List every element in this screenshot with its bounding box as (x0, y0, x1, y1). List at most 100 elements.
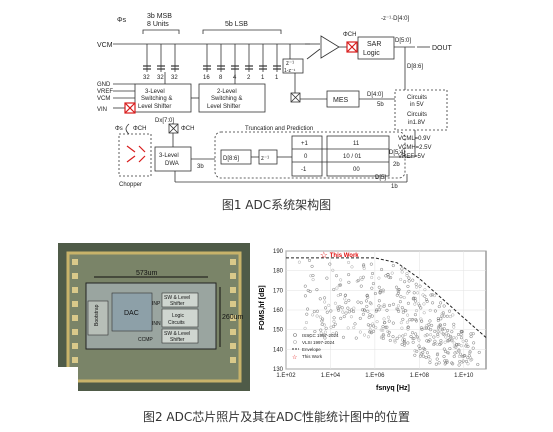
scatter-point (430, 323, 434, 327)
scatter-point (452, 345, 456, 349)
scatter-point (440, 314, 444, 318)
d86-label: D[8:6] (407, 64, 423, 70)
scatter-point (400, 270, 404, 274)
scatter-point (361, 275, 365, 279)
scatter-point (469, 334, 473, 339)
scatter-point (373, 291, 377, 296)
scatter-point (448, 315, 452, 319)
scatter-point (413, 313, 417, 317)
scatter-point (442, 314, 446, 318)
scatter-point (452, 322, 456, 326)
scatter-point (329, 325, 333, 329)
scatter-point (368, 301, 372, 305)
scatter-point (403, 332, 408, 336)
scatter-point (413, 296, 417, 300)
scatter-point (423, 334, 427, 338)
logic1-label: Logic (172, 313, 184, 319)
figure2-caption: 图2 ADC芯片照片及其在ADC性能统计图中的位置 (142, 410, 411, 424)
scatter-point (451, 313, 455, 317)
scatter-point (366, 335, 371, 339)
scatter-point (395, 336, 399, 340)
cap-label: 4 (233, 75, 237, 81)
scatter-point (382, 303, 386, 307)
phi-ch-label: ΦCH (343, 32, 356, 38)
scatter-point (335, 286, 339, 290)
scatter-point (452, 354, 456, 359)
cap-label: 32 (171, 75, 178, 81)
scatter-point (459, 329, 463, 334)
scatter-point (464, 339, 468, 343)
scatter-point (369, 330, 373, 334)
scatter-point (442, 327, 446, 331)
scatter-point (457, 363, 461, 367)
mes-label: MES (333, 97, 349, 104)
five-bit-label: 5b (377, 102, 384, 108)
scatter-point (428, 361, 432, 365)
scatter-point (350, 265, 354, 269)
scatter-point (341, 335, 346, 339)
scatter-point (456, 332, 461, 337)
scatter-point (385, 308, 389, 312)
scatter-point (398, 300, 402, 304)
scatter-point (387, 319, 391, 323)
scatter-point (405, 291, 409, 295)
d50-label: D[5:0] (395, 38, 411, 44)
scatter-point (349, 315, 353, 319)
scatter-point (446, 328, 450, 333)
msb-title: 3b MSB (147, 13, 172, 20)
scatter-point (425, 323, 429, 327)
y-tick-label: 180 (273, 269, 284, 275)
v00-label: 00 (353, 167, 360, 173)
scatter-point (444, 335, 448, 339)
phi-ch3-label: ΦCH (181, 126, 194, 132)
scatter-point (431, 301, 435, 305)
scatter-point (450, 361, 454, 365)
scatter-point (341, 310, 345, 314)
scatter-point (375, 320, 379, 324)
scatter-point (369, 262, 373, 266)
scatter-point (412, 296, 416, 300)
scatter-point (451, 362, 455, 366)
scatter-point (429, 293, 433, 297)
scatter-point (438, 323, 442, 327)
scatter-point (439, 323, 443, 327)
scatter-point (412, 291, 416, 295)
scatter-point (308, 334, 312, 338)
scatter-point (377, 308, 381, 312)
scatter-point (457, 354, 461, 358)
scatter-point (425, 351, 429, 355)
scatter-point (434, 362, 438, 366)
scatter-point (437, 361, 441, 365)
scatter-point (411, 336, 415, 341)
scatter-point (339, 283, 343, 287)
scatter-point (334, 274, 339, 278)
scatter-point (346, 306, 350, 310)
scatter-point (415, 335, 419, 339)
scatter-point (387, 275, 391, 279)
scatter-point (397, 334, 401, 338)
scatter-point (418, 347, 422, 351)
scatter-point (426, 326, 430, 330)
phi-ch2-label: ΦCH (133, 126, 146, 132)
scatter-point (401, 308, 405, 312)
scatter-point (399, 277, 403, 282)
scatter-point (427, 339, 431, 343)
scatter-point (428, 308, 432, 312)
scatter-point (344, 311, 348, 315)
legend-entry: Envelope (302, 347, 321, 352)
y-tick-label: 140 (273, 347, 284, 353)
vcm2-label: VCM (97, 96, 110, 102)
scatter-point (436, 352, 440, 356)
scatter-point (457, 342, 461, 346)
scatter-point (297, 260, 301, 264)
scatter-point (327, 303, 331, 307)
cap-label: 8 (219, 75, 223, 81)
scatter-point (413, 349, 417, 353)
x-tick-label: 1.E+10 (454, 373, 474, 379)
dout-label: DOUT (432, 45, 453, 52)
minus-one-label: -1 (301, 167, 307, 173)
bootstrap-label: Bootstrap (94, 304, 100, 326)
chart-grid (285, 250, 486, 370)
scatter-point (454, 336, 458, 340)
ls3-line3: Level Shifter (138, 104, 171, 110)
